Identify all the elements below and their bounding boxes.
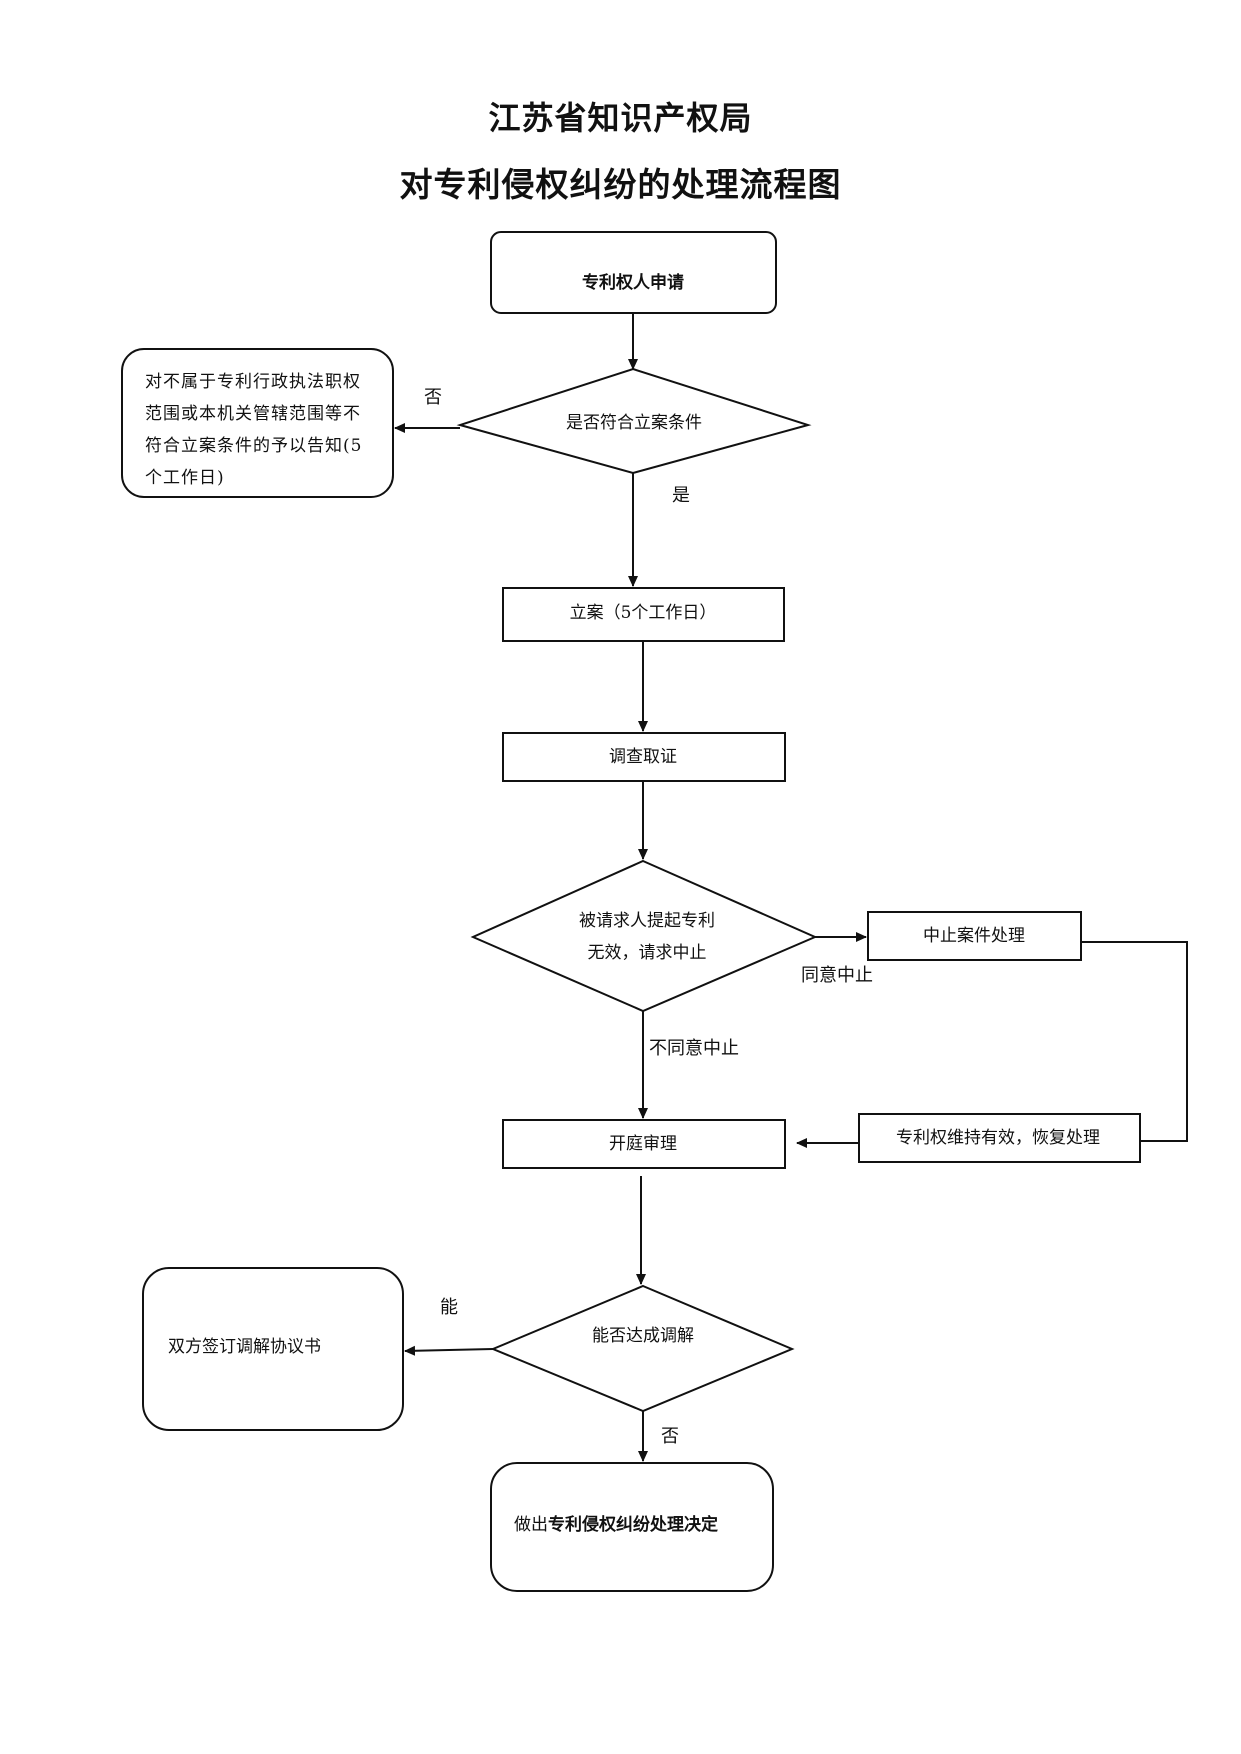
edge-label-yes-1: 是 [672,485,690,506]
decision-box [490,1462,774,1592]
hearing-label: 开庭审理 [609,1134,677,1154]
edge-label-agree-suspend: 同意中止 [801,965,873,986]
mediation-check-label: 能否达成调解 [592,1326,694,1346]
mediation-agreement-box [142,1267,404,1431]
edge-label-disagree-suspend: 不同意中止 [649,1038,739,1059]
hearing-box [502,1119,786,1169]
mediation-agreement-label: 双方签订调解协议书 [168,1337,321,1357]
suspend-box [867,911,1082,961]
apply-label: 专利权人申请 [582,273,684,293]
page-subtitle: 对专利侵权纠纷的处理流程图 [399,165,842,204]
arrow-mediation-to-agreement [404,1345,494,1356]
page-title: 江苏省知识产权局 [488,99,753,137]
mediation-check-diamond [490,1284,795,1413]
decision-prefix: 做出 [514,1515,548,1535]
investigate-label: 调查取证 [609,747,677,767]
reject-notice-label: 对不属于专利行政执法职权范围或本机关管辖范围等不符合立案条件的予以告知(5个工作… [145,372,363,488]
patent-valid-resume-box [858,1113,1141,1163]
invalidity-request-label: 被请求人提起专利无效，请求中止 [579,911,715,963]
check-conditions-label: 是否符合立案条件 [566,413,702,433]
edge-label-no-1: 否 [424,387,442,408]
edge-label-no-2: 否 [661,1426,679,1447]
edge-label-can: 能 [440,1297,458,1318]
decision-label: 做出专利侵权纠纷处理决定 [514,1515,718,1535]
decision-text: 专利侵权纠纷处理决定 [548,1515,718,1535]
line-suspend-to-resume [1081,941,1188,1142]
patent-valid-resume-label: 专利权维持有效，恢复处理 [896,1128,1100,1148]
file-case-label: 立案（5个工作日） [569,603,717,623]
suspend-label: 中止案件处理 [923,926,1025,946]
reject-notice-box [121,348,394,498]
